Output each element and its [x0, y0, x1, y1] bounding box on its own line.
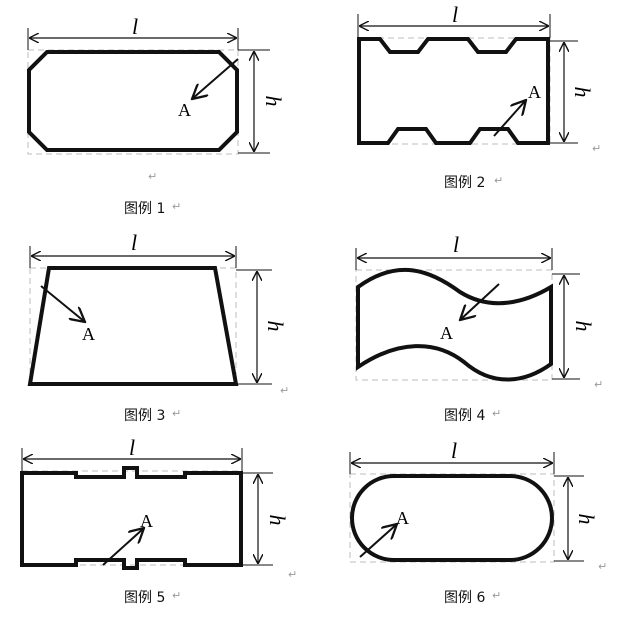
- length-label: l: [131, 230, 137, 255]
- octagon-shape: [27, 50, 239, 152]
- paragraph-mark: ↵: [598, 560, 608, 573]
- caption-figure-6: 图例 6: [444, 590, 486, 606]
- paragraph-mark: ↵: [594, 378, 604, 391]
- length-label: l: [452, 2, 458, 27]
- length-label: l: [132, 14, 138, 39]
- wave-shape: [356, 267, 553, 382]
- force-arrow: [359, 524, 397, 558]
- figure-4: l h A: [355, 232, 596, 382]
- height-label: h: [263, 321, 288, 332]
- length-label: l: [129, 435, 135, 460]
- height-label: h: [570, 87, 595, 98]
- point-a-label: A: [440, 323, 453, 343]
- paragraph-mark: ↵: [492, 407, 502, 420]
- figure-2: l h A: [357, 2, 595, 145]
- point-a-label: A: [396, 508, 409, 528]
- height-label: h: [261, 96, 286, 107]
- length-label: l: [451, 438, 457, 463]
- notched-rectangle-shape: [20, 466, 243, 570]
- point-a-label: A: [528, 82, 541, 102]
- caption-figure-5: 图例 5: [124, 590, 166, 606]
- paragraph-mark: ↵: [592, 142, 602, 155]
- force-arrow: [460, 283, 500, 320]
- bounding-guide: [357, 37, 551, 145]
- force-arrow: [102, 528, 144, 566]
- height-label: h: [571, 321, 596, 332]
- trapezoid-shape: [27, 266, 239, 386]
- force-arrow: [493, 100, 526, 137]
- stadium-shape: [350, 474, 554, 562]
- paragraph-mark: ↵: [172, 589, 182, 602]
- paragraph-mark: ↵: [172, 200, 182, 213]
- bounding-guide: [21, 470, 243, 566]
- figure-3: l h A: [27, 230, 288, 386]
- paragraph-mark: ↵: [494, 174, 504, 187]
- figure-6: l h A: [349, 438, 599, 563]
- paragraph-mark: ↵: [172, 407, 182, 420]
- paragraph-mark: ↵: [280, 384, 290, 397]
- bounding-guide: [27, 49, 239, 155]
- paragraph-mark: ↵: [492, 589, 502, 602]
- figure-5: l h A: [20, 435, 290, 570]
- notched-shape: [357, 37, 550, 145]
- paragraph-mark: ↵: [288, 568, 298, 581]
- force-arrow: [192, 58, 239, 99]
- caption-figure-1: 图例 1: [124, 201, 166, 217]
- caption-figure-4: 图例 4: [444, 408, 486, 424]
- height-label: h: [574, 514, 599, 525]
- point-a-label: A: [82, 324, 95, 344]
- caption-figure-3: 图例 3: [124, 408, 166, 424]
- caption-figure-2: 图例 2: [444, 175, 486, 191]
- figure-1: l h A: [27, 14, 286, 155]
- bounding-guide: [29, 267, 237, 386]
- point-a-label: A: [140, 511, 153, 531]
- point-a-label: A: [178, 100, 191, 120]
- force-arrow: [40, 285, 85, 322]
- bounding-guide: [349, 473, 555, 563]
- height-label: h: [265, 515, 290, 526]
- length-label: l: [453, 232, 459, 257]
- paragraph-mark: ↵: [148, 170, 158, 183]
